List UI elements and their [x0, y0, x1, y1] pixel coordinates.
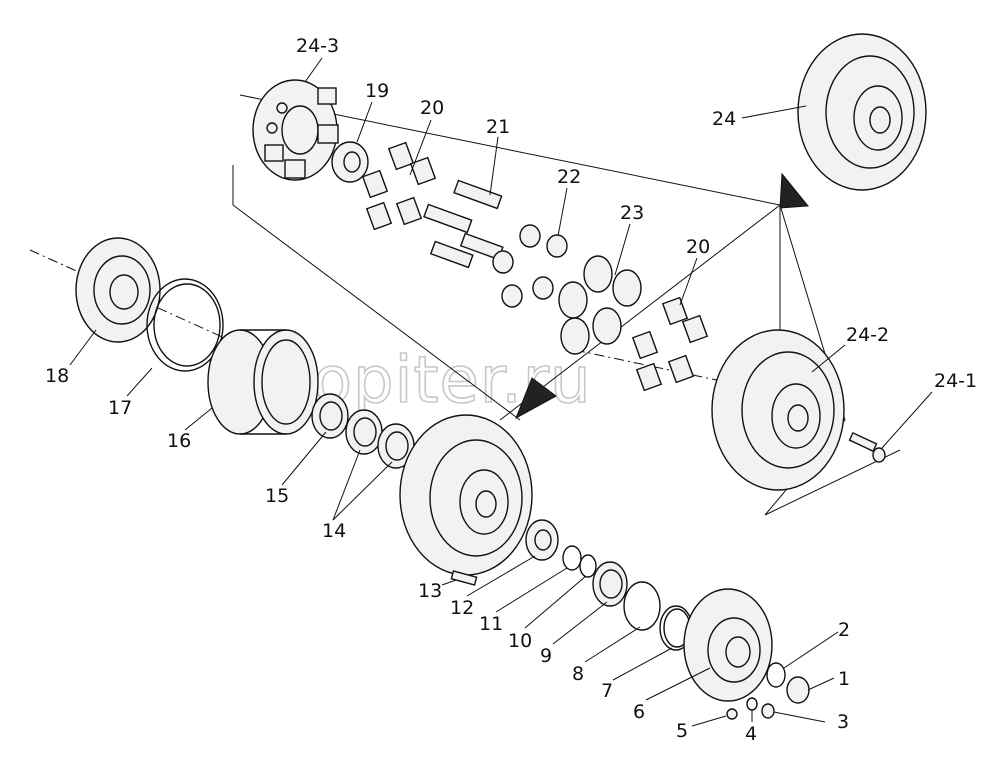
o-ring-8 — [623, 581, 661, 631]
callout-24: 24 — [712, 108, 736, 130]
callout-24-2: 24-2 — [846, 324, 889, 346]
hub-flange-24 — [797, 33, 927, 191]
callout-3: 3 — [837, 711, 849, 733]
callout-15: 15 — [265, 485, 289, 507]
leader-lines — [69, 57, 933, 727]
brake-hub-12 — [399, 414, 533, 576]
callout-1: 1 — [838, 668, 850, 690]
callout-19: 19 — [365, 80, 389, 102]
end-cover-6 — [683, 588, 773, 702]
callout-18: 18 — [45, 365, 69, 387]
callout-24-3: 24-3 — [296, 35, 339, 57]
callout-9: 9 — [540, 645, 552, 667]
o-ring-2 — [766, 662, 786, 688]
bolt-13 — [450, 570, 478, 586]
callout-6: 6 — [633, 701, 645, 723]
callout-10: 10 — [508, 630, 532, 652]
direction-arrow-lower — [515, 377, 557, 420]
washer-4 — [746, 697, 758, 711]
planet-carrier-24-3 — [252, 79, 339, 181]
callout-13: 13 — [418, 580, 442, 602]
direction-arrow-upper — [779, 172, 809, 209]
callout-5: 5 — [676, 720, 688, 742]
steel-discs-14 — [345, 409, 415, 469]
needle-bearings-22 — [492, 224, 568, 308]
bolt-5 — [726, 708, 738, 720]
hub-flange-24-2 — [711, 329, 845, 491]
callout-24-1: 24-1 — [934, 370, 977, 392]
planet-gears-23 — [558, 255, 642, 355]
callout-17: 17 — [108, 397, 132, 419]
sun-gear-11 — [525, 519, 559, 561]
planet-pins-21 — [423, 179, 504, 269]
washer-9 — [592, 561, 628, 607]
callout-4: 4 — [745, 723, 757, 745]
callout-21: 21 — [486, 116, 510, 138]
thrust-washer-19 — [331, 141, 369, 183]
callout-20-upper: 20 — [420, 97, 444, 119]
callout-7: 7 — [601, 680, 613, 702]
cover-18 — [75, 237, 161, 343]
callout-11: 11 — [479, 613, 503, 635]
callout-2: 2 — [838, 619, 850, 641]
bolt-24-1 — [848, 431, 886, 463]
spacer-10 — [562, 545, 597, 578]
cap-1 — [786, 676, 810, 704]
snap-ring-17 — [146, 278, 224, 372]
callout-16: 16 — [167, 430, 191, 452]
callout-23: 23 — [620, 202, 644, 224]
plug-3 — [761, 703, 775, 719]
callout-12: 12 — [450, 597, 474, 619]
callout-20-lower: 20 — [686, 236, 710, 258]
callout-8: 8 — [572, 663, 584, 685]
friction-disc-15 — [311, 393, 349, 439]
lock-plates-20-upper — [361, 141, 437, 231]
ring-gear-16 — [207, 329, 319, 435]
callout-14: 14 — [322, 520, 346, 542]
callout-22: 22 — [557, 166, 581, 188]
lock-plates-20-lower — [631, 296, 709, 392]
